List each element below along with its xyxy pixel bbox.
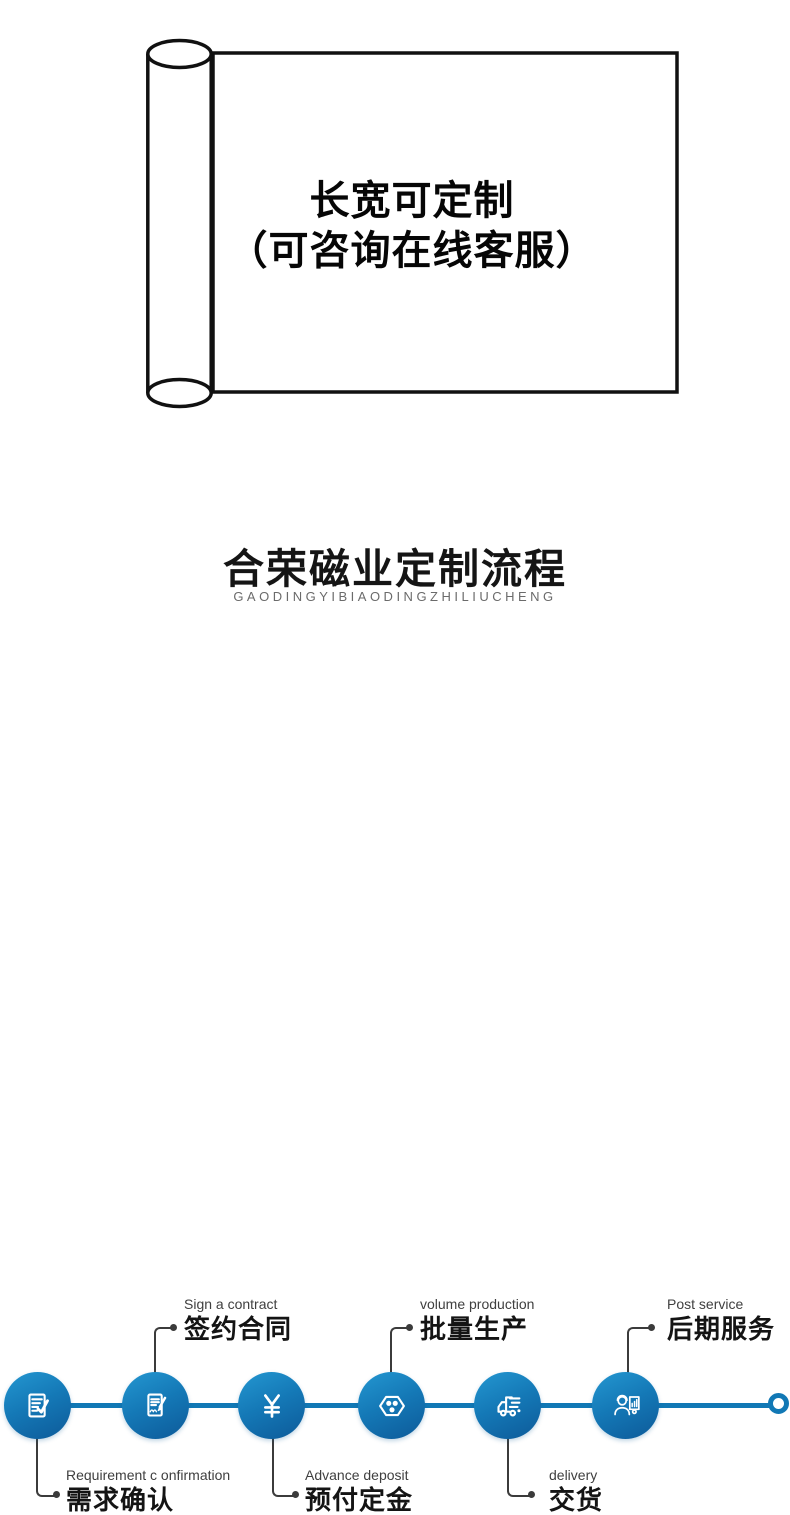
step-label-zh: 后期服务 <box>667 1314 776 1344</box>
connector-line <box>627 1327 651 1375</box>
page-title: 合荣磁业定制流程 <box>223 546 567 592</box>
connector-line <box>36 1438 56 1497</box>
step-label-service: Post service 后期服务 <box>667 1294 775 1344</box>
connector-line <box>154 1327 174 1375</box>
step-label-zh: 交货 <box>549 1485 604 1515</box>
roll-caption: 长宽可定制 （可咨询在线客服） <box>132 176 692 276</box>
step-label-requirement: Requirement c onfirmation 需求确认 <box>66 1465 230 1515</box>
step-label-en: Post service <box>667 1296 744 1312</box>
step-circle-contract <box>122 1372 189 1439</box>
step-label-en: volume production <box>420 1296 535 1312</box>
delivery-truck-icon <box>496 1395 520 1416</box>
step-label-zh: 需求确认 <box>66 1485 175 1515</box>
connector-dot <box>406 1324 413 1331</box>
connector-dot <box>53 1491 60 1498</box>
step-circle-delivery <box>474 1372 541 1439</box>
after-sale-service-icon <box>613 1394 640 1415</box>
step-label-contract: Sign a contract 签约合同 <box>184 1294 292 1344</box>
roll-caption-line2: （可咨询在线客服） <box>227 229 597 273</box>
step-label-zh: 批量生产 <box>420 1314 529 1344</box>
step-circle-requirement <box>4 1372 71 1439</box>
requirement-confirmation-icon <box>27 1393 49 1417</box>
step-label-en: Sign a contract <box>184 1296 278 1312</box>
step-label-en: delivery <box>549 1467 598 1483</box>
step-label-production: volume production 批量生产 <box>420 1294 534 1344</box>
step-label-zh: 预付定金 <box>305 1485 414 1515</box>
connector-dot <box>528 1491 535 1498</box>
step-circle-production <box>358 1372 425 1439</box>
roll-caption-line1: 长宽可定制 <box>309 179 515 223</box>
step-label-deposit: Advance deposit 预付定金 <box>305 1465 413 1515</box>
step-label-en: Requirement c onfirmation <box>66 1467 231 1483</box>
flow-end-ring <box>768 1393 789 1414</box>
connector-line <box>507 1438 531 1497</box>
sign-contract-icon <box>146 1393 166 1417</box>
step-circle-deposit <box>238 1372 305 1439</box>
custom-process-flow: Requirement c onfirmation 需求确认 Sign a co… <box>0 640 790 1515</box>
page-subtitle: GAODINGYIBIAODINGZHILIUCHENG <box>233 589 557 604</box>
connector-line <box>390 1327 409 1375</box>
step-label-zh: 签约合同 <box>184 1314 293 1344</box>
roll-schematic: 长宽可定制 （可咨询在线客服） <box>0 0 790 430</box>
roll-outline-drawing <box>146 38 679 409</box>
connector-dot <box>648 1324 655 1331</box>
step-label-delivery: delivery 交货 <box>549 1465 603 1515</box>
connector-dot <box>292 1491 299 1498</box>
step-circle-service <box>592 1372 659 1439</box>
production-hexagon-icon <box>378 1395 405 1416</box>
step-label-en: Advance deposit <box>305 1467 409 1483</box>
connector-dot <box>170 1324 177 1331</box>
connector-line <box>272 1438 295 1497</box>
yuan-deposit-icon <box>263 1393 280 1418</box>
